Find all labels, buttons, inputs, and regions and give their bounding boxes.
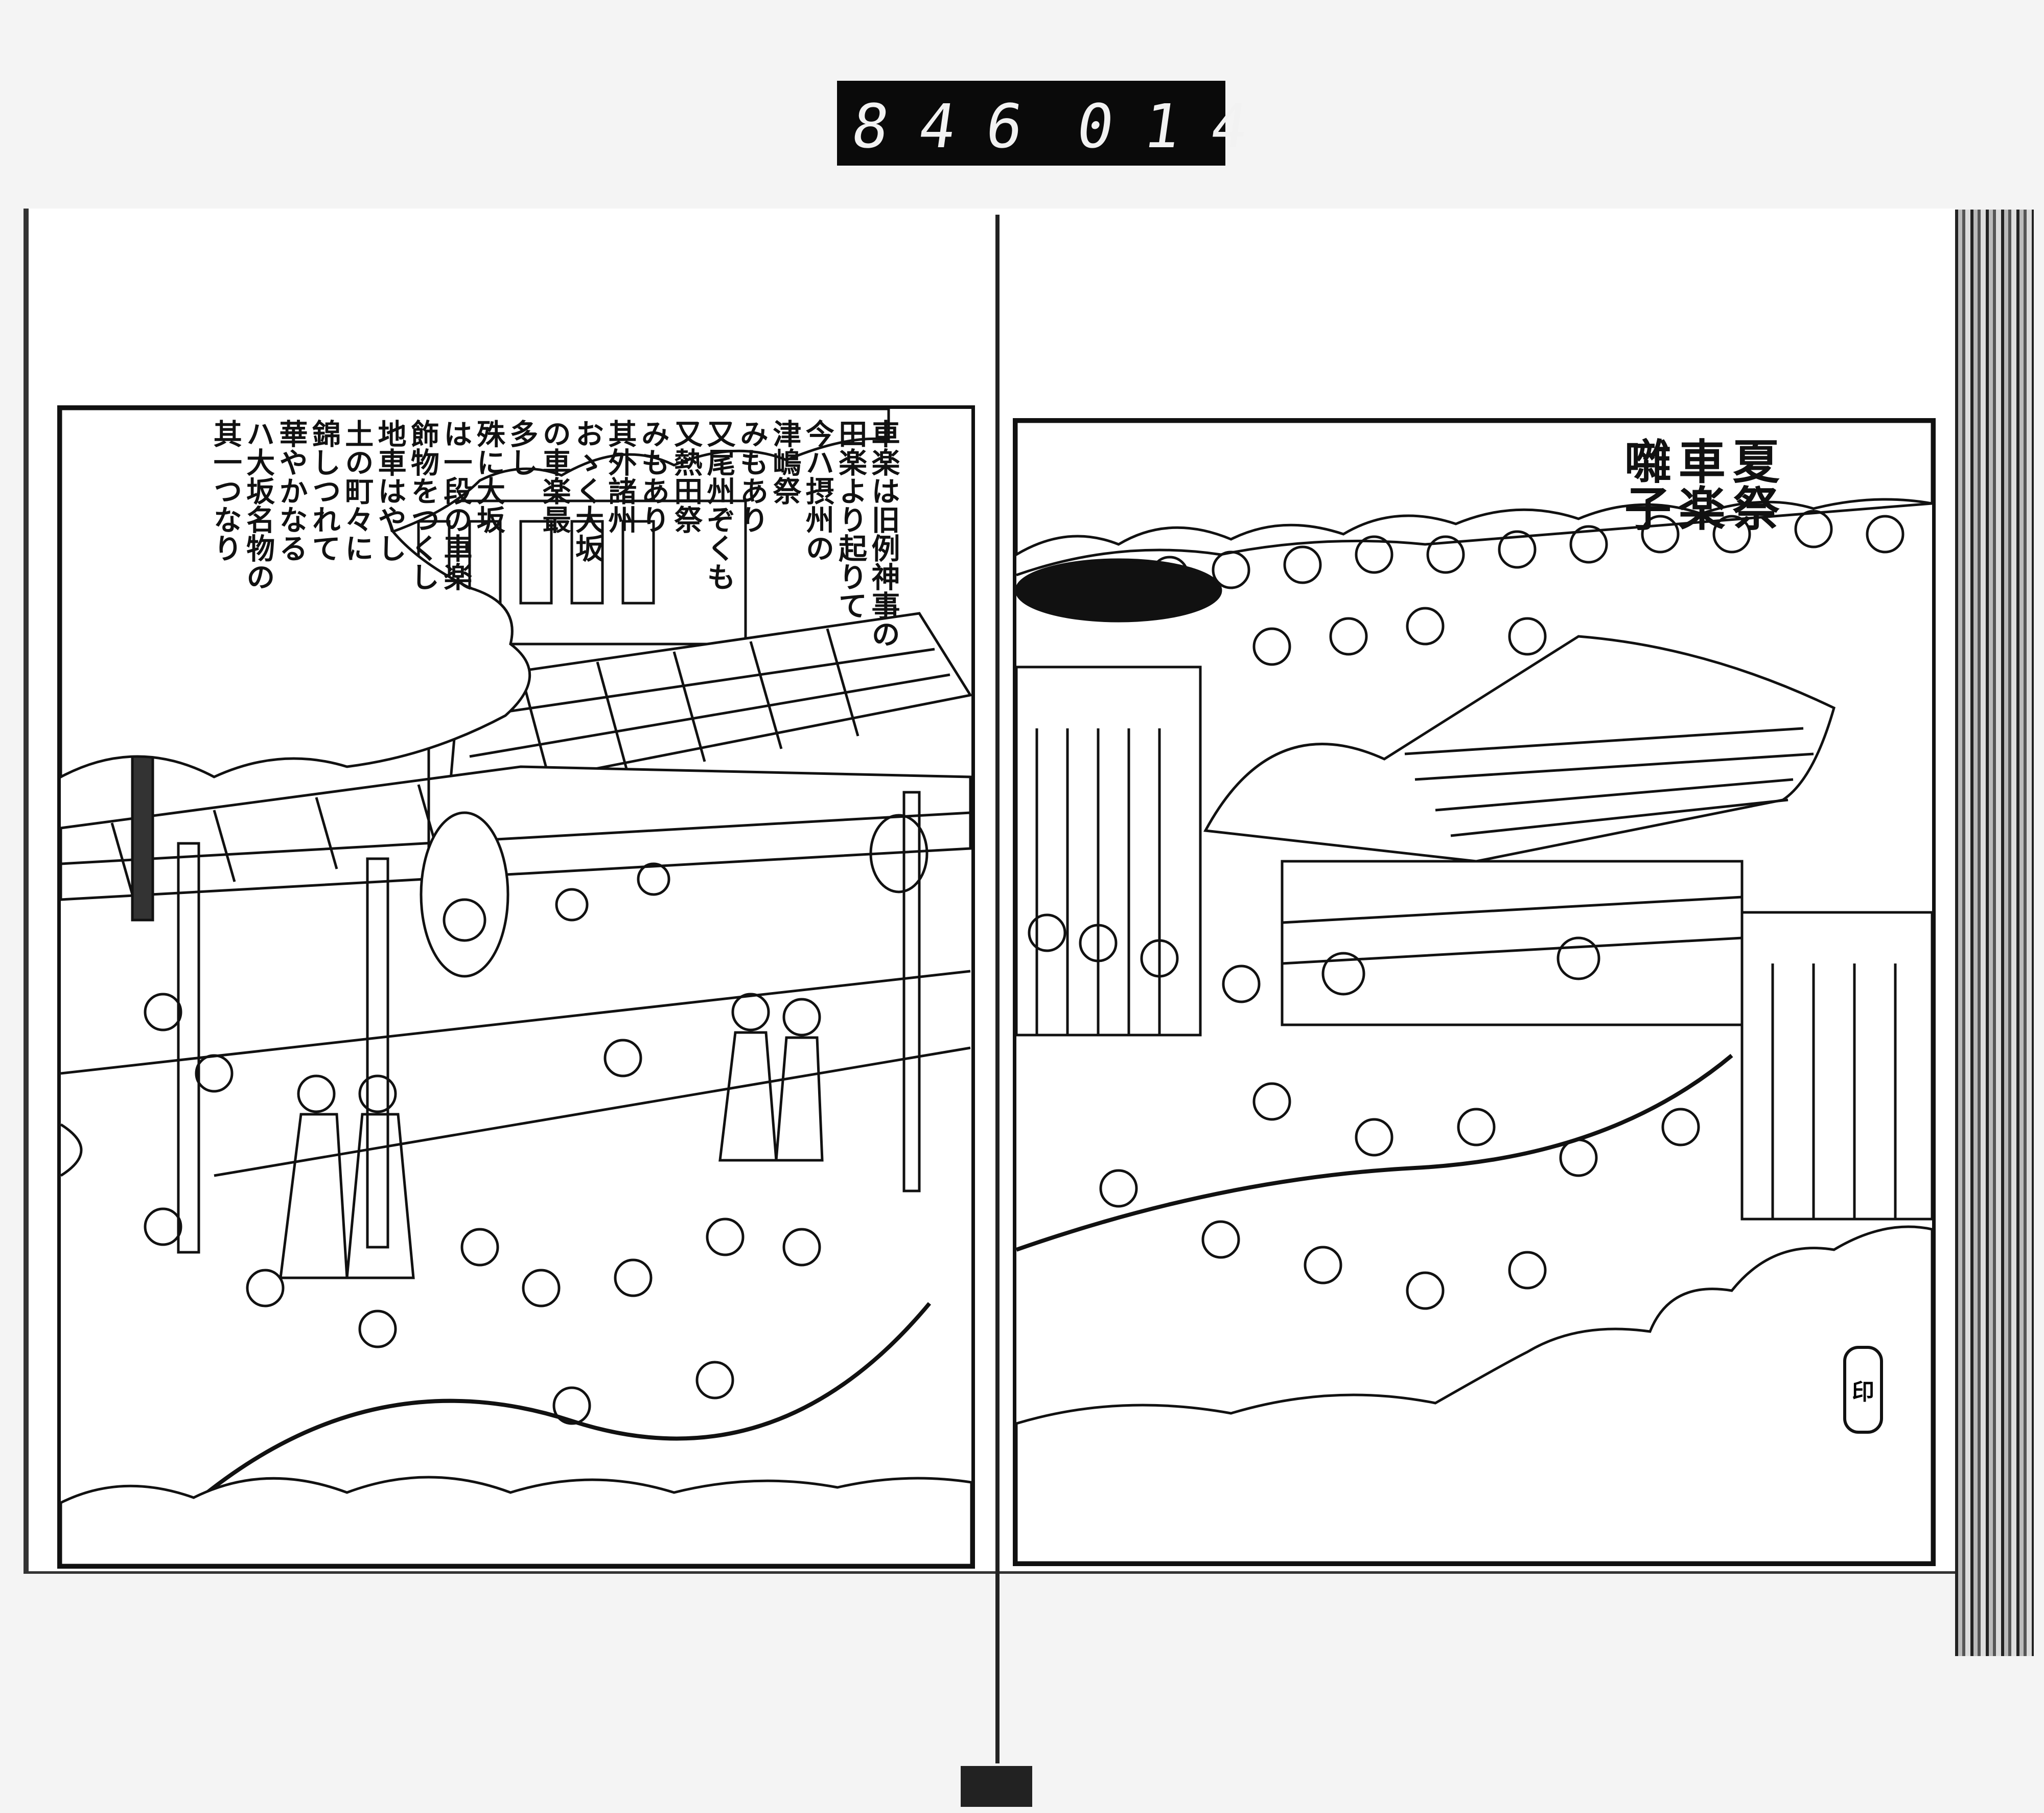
caption-column: 其一つなり: [208, 419, 243, 562]
cloud-text-area: [61, 409, 890, 778]
pulling-rope: [1016, 1053, 1733, 1252]
caption-column: 土の町々に: [340, 419, 374, 562]
caption-column: 又尾州ぞくも: [702, 419, 736, 591]
left-illustration-frame: 車楽は旧例神事の 田楽より起りて 今ハ摂州の 津嶋祭 みもあり 又尾州ぞくも 又…: [57, 405, 975, 1569]
caption-column: 津嶋祭: [768, 419, 802, 505]
scan-number-left: 846: [847, 91, 1058, 162]
pulling-rope: [187, 1302, 932, 1510]
lantern: [420, 811, 509, 978]
artist-seal: 印: [1843, 1346, 1883, 1434]
pulling-crowd: [1016, 913, 1733, 1310]
caption-column: 車楽は旧例神事の: [867, 419, 900, 648]
spectator-crowd: [1150, 510, 1904, 666]
gate-building: [1016, 665, 1202, 1037]
scan-number-right: 014: [1072, 91, 1283, 162]
danjiri-float-illustration: [1016, 422, 1932, 1563]
book-spine: [995, 215, 1000, 1763]
float-roof: [1203, 635, 1836, 863]
crowd-figures: [144, 862, 932, 1510]
caption-column: ハ大坂名物の: [241, 419, 275, 591]
cloud-bottom: [1016, 1225, 1932, 1563]
black-umbrella: [1016, 558, 1222, 623]
title-line: 夏祭: [1725, 437, 1780, 531]
float-roof-lines: [1404, 727, 1814, 837]
seal-text: 印: [1852, 1379, 1874, 1405]
left-caption-text: 車楽は旧例神事の 田楽より起りて 今ハ摂州の 津嶋祭 みもあり 又尾州ぞくも 又…: [208, 419, 900, 746]
caption-column: 地車はやし: [373, 419, 407, 562]
tiled-roof: [448, 612, 971, 799]
cloud-top: [1016, 422, 1932, 556]
caption-column: の車楽最: [538, 419, 572, 534]
caption-column: 華やかなる: [274, 419, 308, 562]
drum: [869, 814, 928, 893]
caption-column: は一段の車楽: [438, 419, 473, 591]
caption-column: 其外諸州: [603, 419, 637, 534]
caption-column: みもあり: [636, 419, 670, 534]
title-line: 車楽: [1670, 437, 1726, 531]
right-title-text: 夏祭 車楽 囃子: [1616, 437, 1780, 539]
book-stand: [961, 1766, 1032, 1807]
festival-street-illustration: [61, 409, 971, 1565]
title-line: 囃子: [1616, 437, 1672, 531]
front-roof: [61, 765, 971, 901]
caption-column: 飾物をつくし: [406, 419, 440, 591]
right-illustration-frame: 夏祭 車楽 囃子 印: [1013, 418, 1936, 1566]
float-body: [1281, 860, 1744, 1026]
page-edges: [1955, 210, 2034, 1656]
caption-column: 殊に大坂: [472, 419, 506, 534]
caption-column: 又熱田祭: [669, 419, 703, 534]
caption-column: 田楽より起りて: [833, 419, 868, 619]
right-building: [1740, 911, 1932, 1221]
cloud-bottom: [61, 1476, 971, 1565]
caption-column: みもあり: [735, 419, 769, 534]
caption-column: 多し: [504, 419, 539, 476]
caption-column: 今ハ摂州の: [801, 419, 835, 562]
caption-column: おゝく大坂: [570, 419, 605, 562]
caption-column: 錦しつれて: [307, 419, 341, 562]
scan-number-label: 846 014: [837, 81, 1283, 166]
